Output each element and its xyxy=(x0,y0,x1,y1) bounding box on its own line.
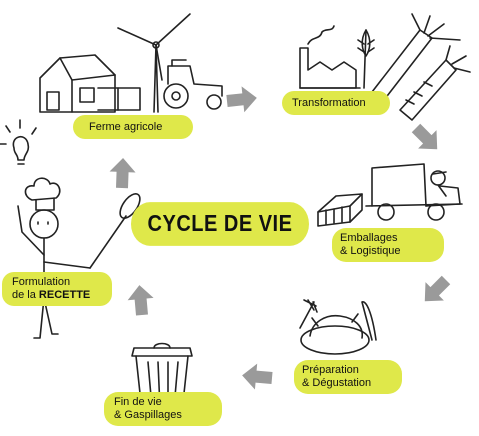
arrow-farm-to-transformation xyxy=(226,86,257,113)
stage-packaging: Emballages & Logistique xyxy=(332,228,444,262)
crate-illustration xyxy=(317,193,363,227)
arrow-packaging-to-preparation xyxy=(424,275,451,302)
arrow-transformation-to-packaging xyxy=(411,123,438,150)
stage-recipe-line2-prefix: de la xyxy=(12,289,39,301)
cycle-arrows xyxy=(109,86,451,390)
wind-turbine-illustration xyxy=(117,13,191,113)
stage-recipe-line1: Formulation xyxy=(12,276,71,288)
stage-end-of-life-line1: Fin de vie xyxy=(114,396,162,408)
factory-illustration xyxy=(299,25,361,89)
stage-transformation-label: Transformation xyxy=(292,96,366,109)
arrow-preparation-to-end-of-life xyxy=(242,363,273,390)
stage-recipe-line2-bold: RECETTE xyxy=(38,289,91,301)
stage-preparation-line2: & Dégustation xyxy=(302,377,372,389)
stage-end-of-life: Fin de vie & Gaspillages xyxy=(104,392,222,426)
stage-farm: Ferme agricole xyxy=(73,115,193,139)
roast-dish-illustration xyxy=(299,299,377,355)
stage-preparation: Préparation & Dégustation xyxy=(294,360,402,394)
stage-end-of-life-line2: & Gaspillages xyxy=(114,409,182,421)
delivery-truck-illustration xyxy=(365,163,463,221)
stage-farm-label: Ferme agricole xyxy=(89,120,163,133)
barn-illustration xyxy=(39,54,141,113)
tractor-illustration xyxy=(163,59,223,110)
stage-transformation: Transformation xyxy=(282,91,390,115)
center-title: CYCLE DE VIE xyxy=(131,202,309,246)
stage-packaging-line2: & Logistique xyxy=(340,245,401,257)
arrow-end-of-life-to-recipe xyxy=(127,285,154,316)
stage-recipe: Formulation de la RECETTE xyxy=(2,272,112,306)
stage-packaging-line1: Emballages xyxy=(340,232,398,244)
stage-recipe-line2: de la RECETTE xyxy=(12,289,112,302)
wheat-illustration xyxy=(357,29,375,89)
stage-preparation-line1: Préparation xyxy=(302,364,359,376)
arrow-recipe-to-farm xyxy=(109,158,136,189)
